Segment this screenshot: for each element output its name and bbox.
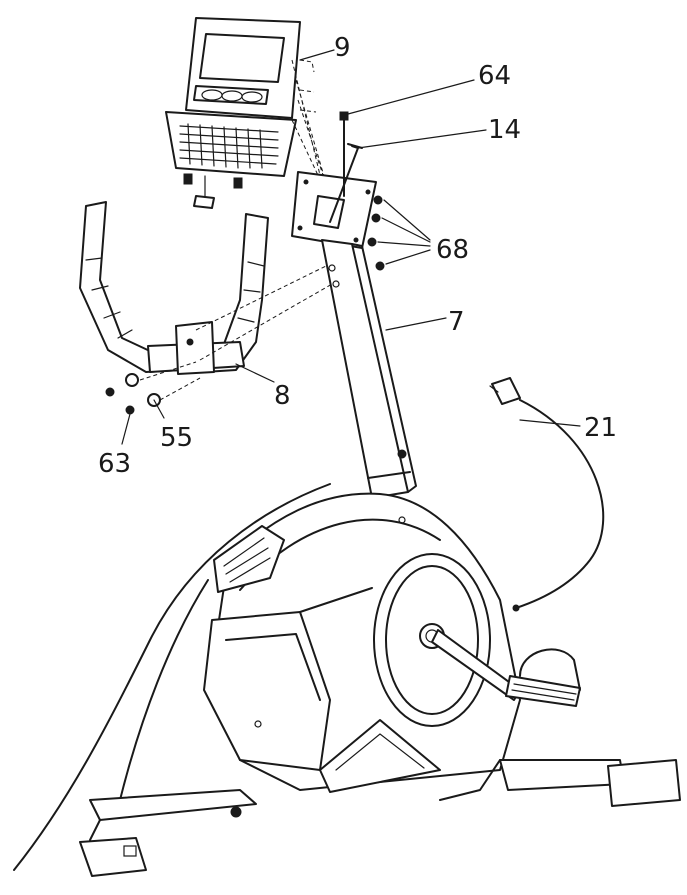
console-speaker-grille [179,123,279,169]
handlebar-part-8 [79,201,269,375]
callout-21: 21 [584,413,617,443]
front-stabilizer [439,759,681,807]
console-guide-lines [291,59,341,223]
part-callouts: 9 64 14 68 7 8 21 55 63 [98,33,617,479]
bolt-part-63 [105,387,135,415]
callout-63: 63 [98,449,131,479]
screws-part-68 [367,195,431,271]
washer-part-55 [125,373,161,407]
callout-14: 14 [488,115,521,145]
callout-8: 8 [274,381,291,411]
callout-55: 55 [160,423,193,453]
frame-curve [13,483,331,871]
callout-64: 64 [478,61,511,91]
console-part-9 [165,17,301,209]
callout-7: 7 [448,307,465,337]
console-bracket-part-14 [291,111,377,249]
sensor-wire-part-21 [489,377,605,612]
callout-9: 9 [334,33,351,63]
crank-arm [431,629,521,701]
rear-stabilizer [79,789,257,877]
seat-post-base [213,525,285,593]
callout-68: 68 [436,235,469,265]
handlebar-post-part-7 [321,239,417,499]
pedal [505,648,581,707]
handlebar-guide-lines [139,265,333,401]
leader-lines [121,49,581,445]
